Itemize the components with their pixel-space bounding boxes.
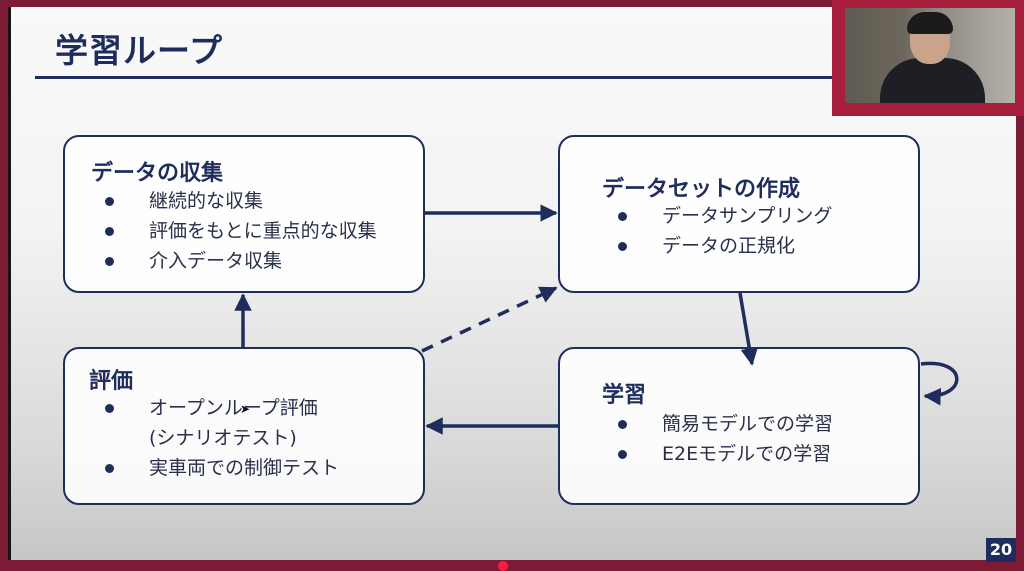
bullet-icon [105, 227, 114, 236]
box-training: 学習 簡易モデルでの学習 E2Eモデルでの学習 [558, 347, 920, 505]
video-progress-handle[interactable] [498, 561, 508, 571]
mouse-cursor-icon: ➤ [240, 402, 251, 416]
box-title: データの収集 [91, 161, 224, 186]
slide-title: 学習ループ [55, 31, 224, 70]
list-item: 評価をもとに重点的な収集 [101, 216, 377, 246]
bullet-list: 継続的な収集 評価をもとに重点的な収集 介入データ収集 [101, 186, 377, 276]
bullet-icon [105, 257, 114, 266]
box-title: 学習 [602, 383, 647, 408]
list-item: オープンループ評価(シナリオテスト) [101, 393, 339, 453]
box-title: 評価 [89, 369, 134, 394]
presenter-webcam [845, 8, 1015, 103]
bullet-list: オープンループ評価(シナリオテスト) 実車両での制御テスト [101, 393, 339, 483]
bullet-icon [105, 197, 114, 206]
page-number: 20 [986, 538, 1016, 562]
list-item: E2Eモデルでの学習 [614, 439, 833, 469]
bullet-icon [618, 450, 627, 459]
presenter-hair [907, 12, 953, 34]
list-item: 簡易モデルでの学習 [614, 409, 833, 439]
bullet-icon [618, 420, 627, 429]
bullet-list: 簡易モデルでの学習 E2Eモデルでの学習 [614, 409, 833, 469]
box-data-collection: データの収集 継続的な収集 評価をもとに重点的な収集 介入データ収集 [63, 135, 425, 293]
arrow-dataset-to-training [738, 292, 759, 366]
box-evaluation: 評価 オープンループ評価(シナリオテスト) 実車両での制御テスト [63, 347, 425, 505]
list-item: 介入データ収集 [101, 246, 377, 276]
bullet-icon [618, 242, 627, 251]
title-divider [35, 76, 845, 79]
presenter-body [880, 58, 985, 103]
box-dataset-creation: データセットの作成 データサンプリング データの正規化 [558, 135, 920, 293]
list-item: 実車両での制御テスト [101, 453, 339, 483]
list-item: 継続的な収集 [101, 186, 377, 216]
bullet-icon [105, 404, 114, 413]
list-item: データの正規化 [614, 231, 832, 261]
bullet-icon [105, 464, 114, 473]
list-item: データサンプリング [614, 201, 832, 231]
arrow-evaluation-to-dataset-dashed [421, 286, 558, 353]
arrow-training-self-loop [920, 361, 959, 406]
bullet-list: データサンプリング データの正規化 [614, 201, 832, 261]
bullet-icon [618, 212, 627, 221]
box-title: データセットの作成 [602, 177, 801, 202]
